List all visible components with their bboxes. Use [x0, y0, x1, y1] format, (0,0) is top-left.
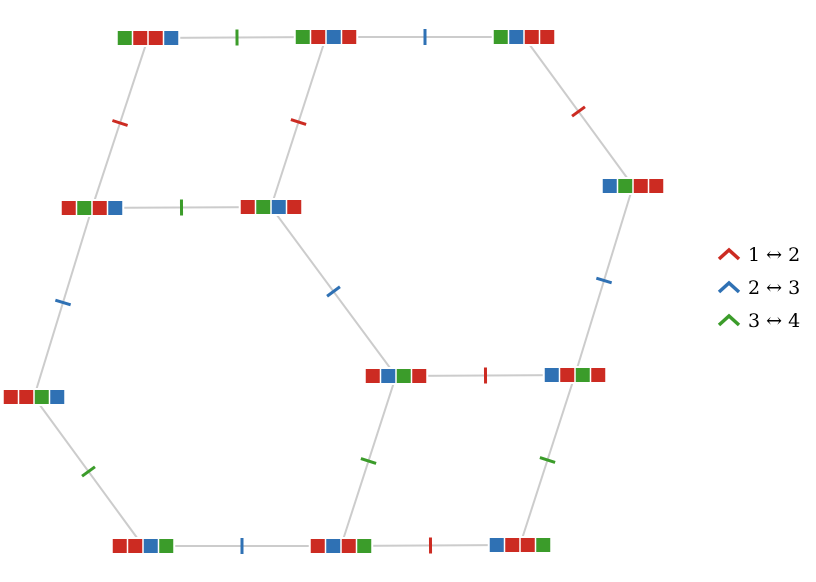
permutation-node — [363, 367, 429, 385]
node-background — [115, 29, 181, 47]
node-background — [110, 537, 176, 555]
node-square-green — [34, 390, 49, 404]
legend-item-3-4: 3 ↔ 4 — [716, 304, 800, 337]
node-square-red — [342, 30, 357, 44]
node-square-red — [287, 200, 302, 214]
node-square-blue — [381, 369, 396, 383]
edge-swap-tick — [360, 457, 377, 465]
node-square-red — [412, 369, 427, 383]
node-square-red — [649, 179, 664, 193]
node-square-red — [112, 539, 127, 553]
legend-label: 2 ↔ 3 — [748, 276, 801, 299]
node-square-red — [540, 30, 555, 44]
node-background — [363, 367, 429, 385]
node-square-green — [357, 539, 372, 553]
node-background — [1, 388, 67, 406]
node-square-green — [536, 538, 551, 552]
node-square-green — [117, 31, 132, 45]
node-square-green — [256, 200, 271, 214]
node-square-red — [19, 390, 34, 404]
node-square-red — [61, 201, 76, 215]
node-square-blue — [50, 390, 65, 404]
node-layer — [1, 28, 666, 555]
permutation-node — [293, 28, 359, 46]
node-square-red — [341, 539, 356, 553]
permutation-node — [238, 198, 304, 216]
node-square-red — [560, 368, 575, 382]
node-square-red — [310, 539, 325, 553]
green-chevron-icon — [717, 313, 741, 326]
node-square-blue — [326, 30, 341, 44]
legend: 1 ↔ 2 2 ↔ 3 3 ↔ 4 — [716, 238, 800, 337]
node-square-red — [311, 30, 326, 44]
edge-swap-tick — [571, 105, 586, 118]
edge-swap-tick — [539, 456, 556, 464]
node-square-blue — [326, 539, 341, 553]
node-square-green — [396, 369, 411, 383]
edge-swap-tick — [111, 119, 129, 127]
node-background — [600, 177, 666, 195]
legend-label: 1 ↔ 2 — [748, 243, 801, 266]
node-background — [308, 537, 374, 555]
node-background — [542, 366, 608, 384]
permutation-node — [115, 29, 181, 47]
red-chevron-icon — [717, 247, 741, 260]
permutation-node — [542, 366, 608, 384]
node-square-blue — [143, 539, 158, 553]
node-square-green — [295, 30, 310, 44]
blue-chevron-icon — [717, 280, 741, 293]
permutation-node — [491, 28, 557, 46]
permutation-node — [600, 177, 666, 195]
node-square-red — [591, 368, 606, 382]
permutation-node — [308, 537, 374, 555]
node-square-red — [240, 200, 255, 214]
node-square-red — [505, 538, 520, 552]
node-background — [293, 28, 359, 46]
edge-swap-tick — [595, 276, 613, 285]
node-square-blue — [509, 30, 524, 44]
node-square-green — [493, 30, 508, 44]
edge-swap-tick — [81, 465, 96, 478]
legend-item-1-2: 1 ↔ 2 — [716, 238, 800, 271]
node-square-red — [520, 538, 535, 552]
node-square-green — [575, 368, 590, 382]
node-background — [238, 198, 304, 216]
node-background — [491, 28, 557, 46]
node-square-blue — [544, 368, 559, 382]
node-square-red — [365, 369, 380, 383]
permutation-node — [110, 537, 176, 555]
node-square-red — [148, 31, 163, 45]
node-square-red — [524, 30, 539, 44]
node-square-red — [633, 179, 648, 193]
permutation-node — [487, 536, 553, 554]
node-square-blue — [164, 31, 179, 45]
node-square-blue — [108, 201, 123, 215]
node-square-blue — [271, 200, 286, 214]
node-background — [59, 199, 125, 217]
edge-swap-tick — [290, 118, 307, 126]
node-square-red — [3, 390, 18, 404]
node-square-red — [128, 539, 143, 553]
node-square-red — [92, 201, 107, 215]
node-square-red — [133, 31, 148, 45]
legend-item-2-3: 2 ↔ 3 — [716, 271, 800, 304]
node-square-blue — [489, 538, 504, 552]
node-square-green — [618, 179, 633, 193]
node-square-green — [159, 539, 174, 553]
edge-swap-tick — [326, 285, 341, 298]
permutation-node — [59, 199, 125, 217]
node-square-blue — [602, 179, 617, 193]
permutation-node — [1, 388, 67, 406]
node-background — [487, 536, 553, 554]
edge-swap-tick — [54, 298, 72, 307]
edge-layer — [33, 29, 634, 554]
legend-label: 3 ↔ 4 — [748, 309, 801, 332]
node-square-green — [77, 201, 92, 215]
